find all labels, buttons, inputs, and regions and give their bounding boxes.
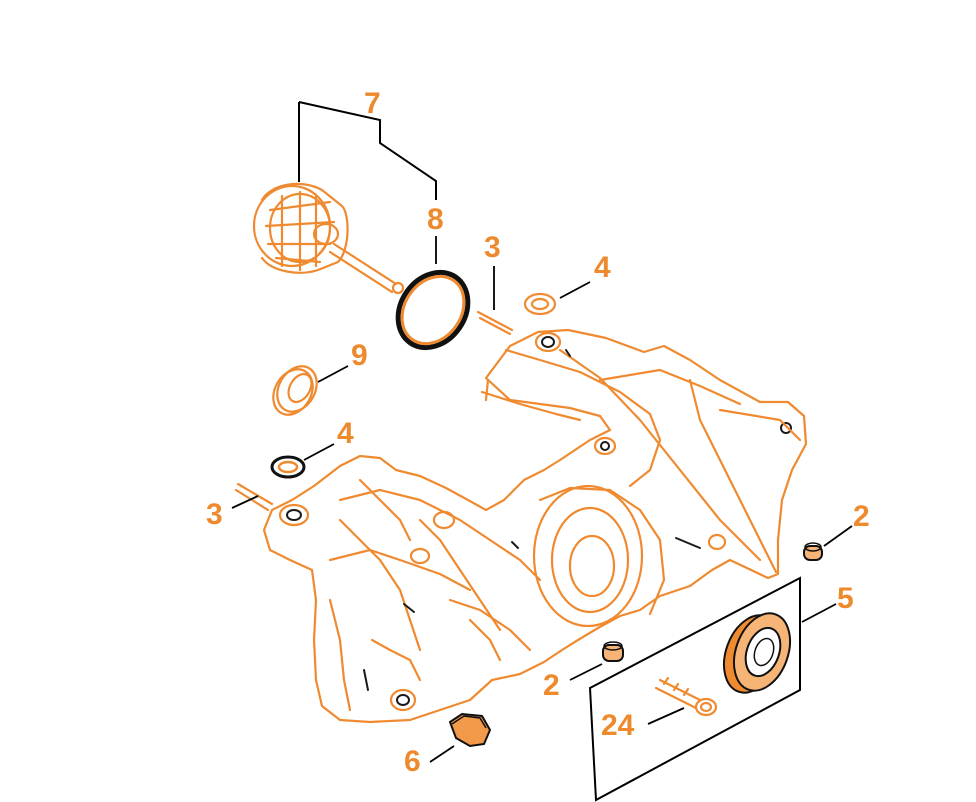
callout-7: 7 [364, 87, 381, 120]
callout-2-bottom: 2 [543, 669, 560, 702]
crankcase-housing [262, 328, 808, 724]
callout-8: 8 [427, 203, 444, 236]
leader-2-bottom [569, 663, 603, 681]
bracket-7-top [298, 101, 437, 200]
callout-24: 24 [601, 709, 635, 742]
part-5-bearing [722, 612, 792, 694]
callout-2-right: 2 [853, 500, 870, 533]
leader-4-top [559, 281, 591, 299]
leader-5 [801, 603, 837, 623]
part-2-bushing-bottom [602, 641, 624, 662]
callout-3-top: 3 [484, 231, 501, 264]
callout-5: 5 [837, 582, 854, 615]
part-24-screw [654, 676, 718, 717]
callout-9: 9 [351, 339, 368, 372]
part-7-cap-assembly [252, 182, 405, 295]
part-9-seal [272, 365, 318, 416]
leader-4-left [303, 443, 335, 461]
part-4-washer-left [270, 455, 306, 479]
leader-6 [429, 745, 455, 763]
leader-9 [317, 365, 349, 383]
part-6-plug [448, 712, 492, 748]
callout-6: 6 [404, 745, 421, 778]
part-8-o-ring [395, 269, 471, 351]
callout-4-top: 4 [594, 251, 611, 284]
callout-3-left: 3 [206, 498, 223, 531]
leader-3-left [231, 495, 259, 509]
part-2-bushing-right [803, 542, 823, 561]
bracket-5-box [588, 576, 801, 802]
part-3-pin-top [476, 310, 514, 336]
part-3-pin-left [234, 482, 274, 512]
callout-4-left: 4 [337, 417, 354, 450]
leader-24 [647, 707, 685, 725]
part-4-washer-top [523, 292, 557, 316]
leader-2-right [823, 525, 853, 547]
